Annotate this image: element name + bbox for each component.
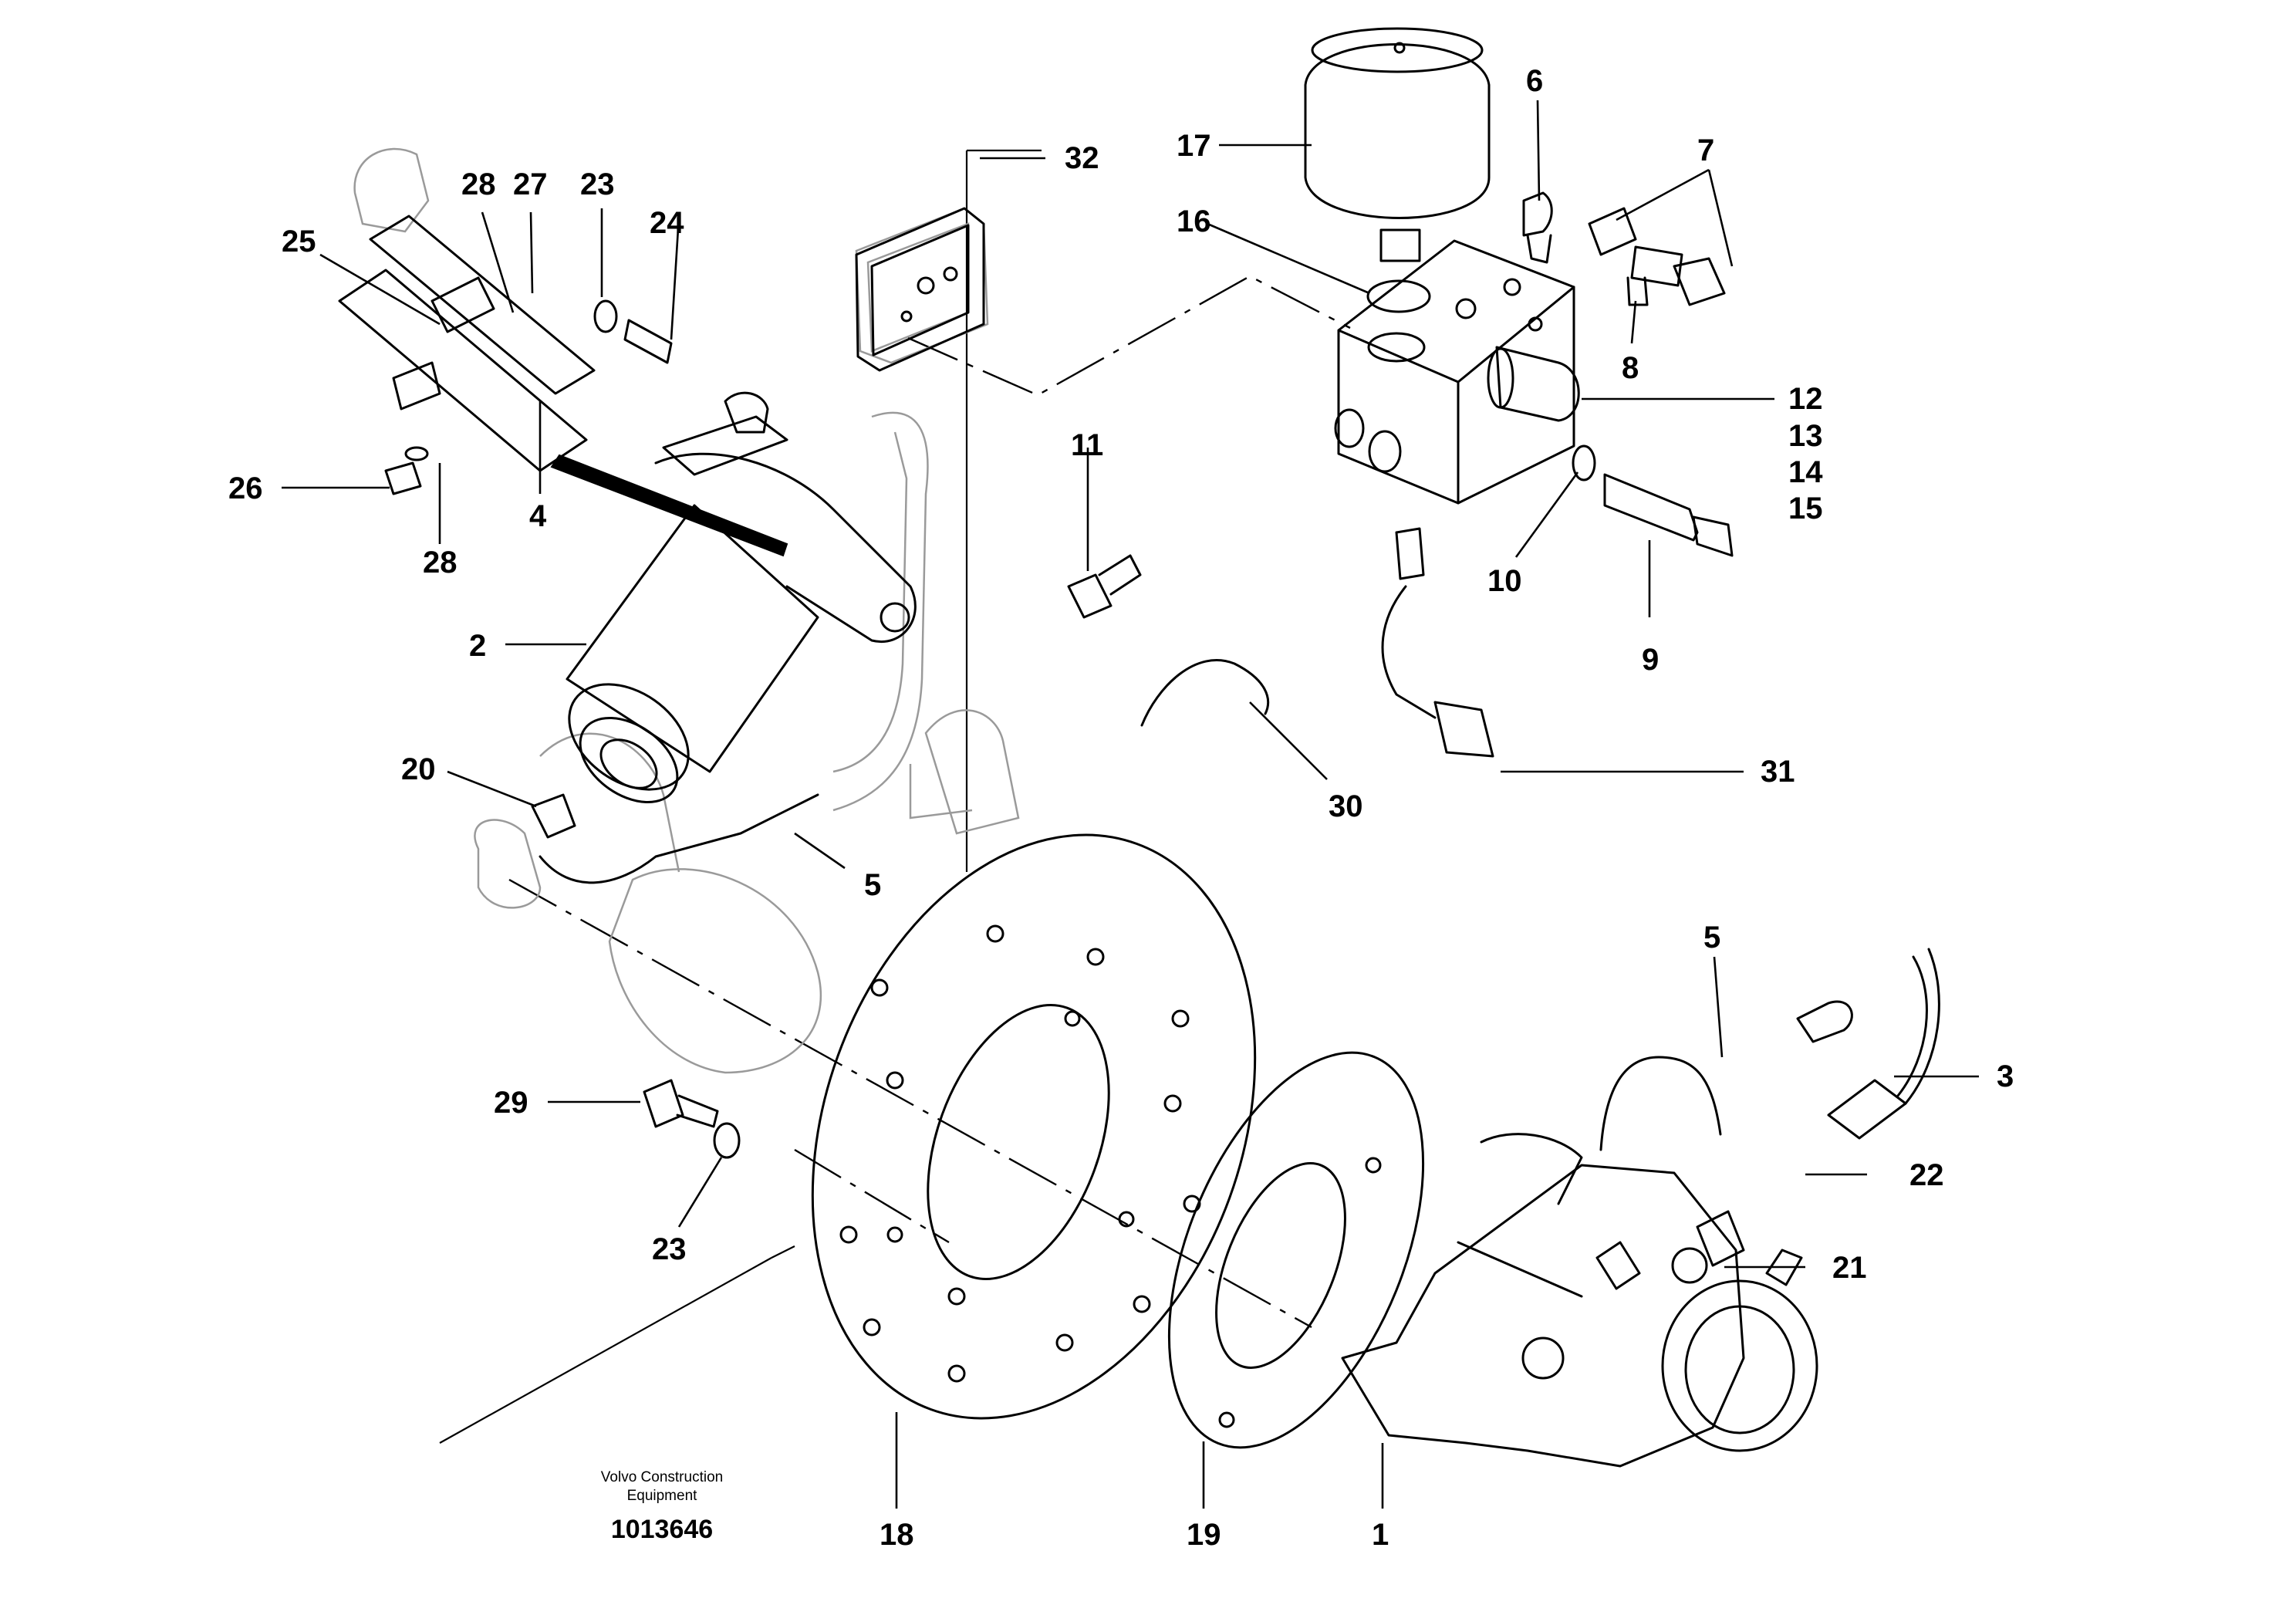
elbow-20-part	[531, 793, 576, 839]
callout-28-upper: 28	[461, 167, 496, 201]
bolt-29-part	[643, 1079, 719, 1128]
callout-23-upper: 23	[580, 167, 615, 201]
callout-7: 7	[1697, 133, 1714, 167]
callout-25: 25	[282, 225, 316, 259]
callout-18: 18	[880, 1518, 914, 1552]
callout-24: 24	[650, 206, 684, 240]
assembly-centerlines	[439, 149, 1351, 1444]
brake-cylinder-part	[566, 391, 917, 804]
document-number: 1013646	[611, 1515, 713, 1544]
pressure-sensor-part	[1595, 948, 1940, 1290]
callout-29: 29	[494, 1086, 528, 1120]
callout-28-lower: 28	[423, 546, 458, 580]
valve-block-part	[1334, 239, 1580, 505]
brake-line-lower-part	[1599, 1056, 1722, 1151]
caliper-part	[1341, 1133, 1818, 1468]
callout-19: 19	[1187, 1518, 1221, 1552]
callout-12: 12	[1788, 382, 1823, 416]
o-ring-part	[1366, 279, 1431, 313]
mounting-bracket-ghost	[353, 147, 1020, 1074]
drawing-credit: Volvo Construction Equipment 1013646	[601, 1469, 723, 1544]
callout-17: 17	[1177, 129, 1211, 163]
callout-2: 2	[469, 629, 486, 663]
callout-11: 11	[1071, 428, 1103, 462]
flange-part	[1167, 1051, 1425, 1449]
callout-21: 21	[1832, 1251, 1867, 1285]
elbow-fitting-part	[1067, 554, 1142, 619]
callout-10: 10	[1487, 564, 1522, 598]
callout-6: 6	[1526, 64, 1543, 98]
hose-part	[1140, 659, 1270, 727]
callout-8: 8	[1622, 351, 1639, 385]
callout-26: 26	[228, 471, 263, 505]
bolt-washer-group	[1572, 444, 1734, 557]
pointer-wedge	[550, 454, 788, 557]
brake-disc-part	[811, 833, 1257, 1420]
callout-22: 22	[1909, 1158, 1944, 1192]
publisher-line-2: Equipment	[627, 1488, 698, 1504]
callout-20: 20	[401, 752, 436, 786]
switch-bracket-part	[338, 215, 673, 495]
callout-labels: 32 17 16 6 7 8 12 13 14 15 10 9 31 11 30…	[228, 64, 2014, 1552]
callout-9: 9	[1642, 643, 1659, 677]
washer-23-lower-part	[713, 1122, 741, 1159]
disc-bolt-holes	[839, 924, 1201, 1383]
callout-4: 4	[529, 499, 547, 533]
fittings-group	[1522, 191, 1726, 306]
callout-13: 13	[1788, 419, 1823, 453]
callout-5-lower: 5	[1703, 921, 1720, 955]
brake-line-upper-part	[539, 793, 819, 884]
callout-31: 31	[1761, 755, 1795, 789]
accumulator-part	[1304, 27, 1491, 262]
callout-32: 32	[1065, 141, 1099, 175]
callout-16: 16	[1177, 204, 1211, 238]
callout-27: 27	[513, 167, 548, 201]
callout-5-upper: 5	[864, 868, 881, 902]
publisher-line-1: Volvo Construction	[601, 1469, 723, 1485]
leader-lines	[282, 100, 1979, 1509]
mounting-plate-part	[855, 207, 985, 372]
callout-15: 15	[1788, 492, 1823, 525]
callout-23-lower: 23	[652, 1232, 687, 1266]
callout-30: 30	[1329, 789, 1363, 823]
callout-1: 1	[1372, 1518, 1389, 1552]
callout-14: 14	[1788, 455, 1823, 489]
callout-3: 3	[1997, 1059, 2014, 1093]
sensor-cable-part	[1381, 527, 1494, 758]
